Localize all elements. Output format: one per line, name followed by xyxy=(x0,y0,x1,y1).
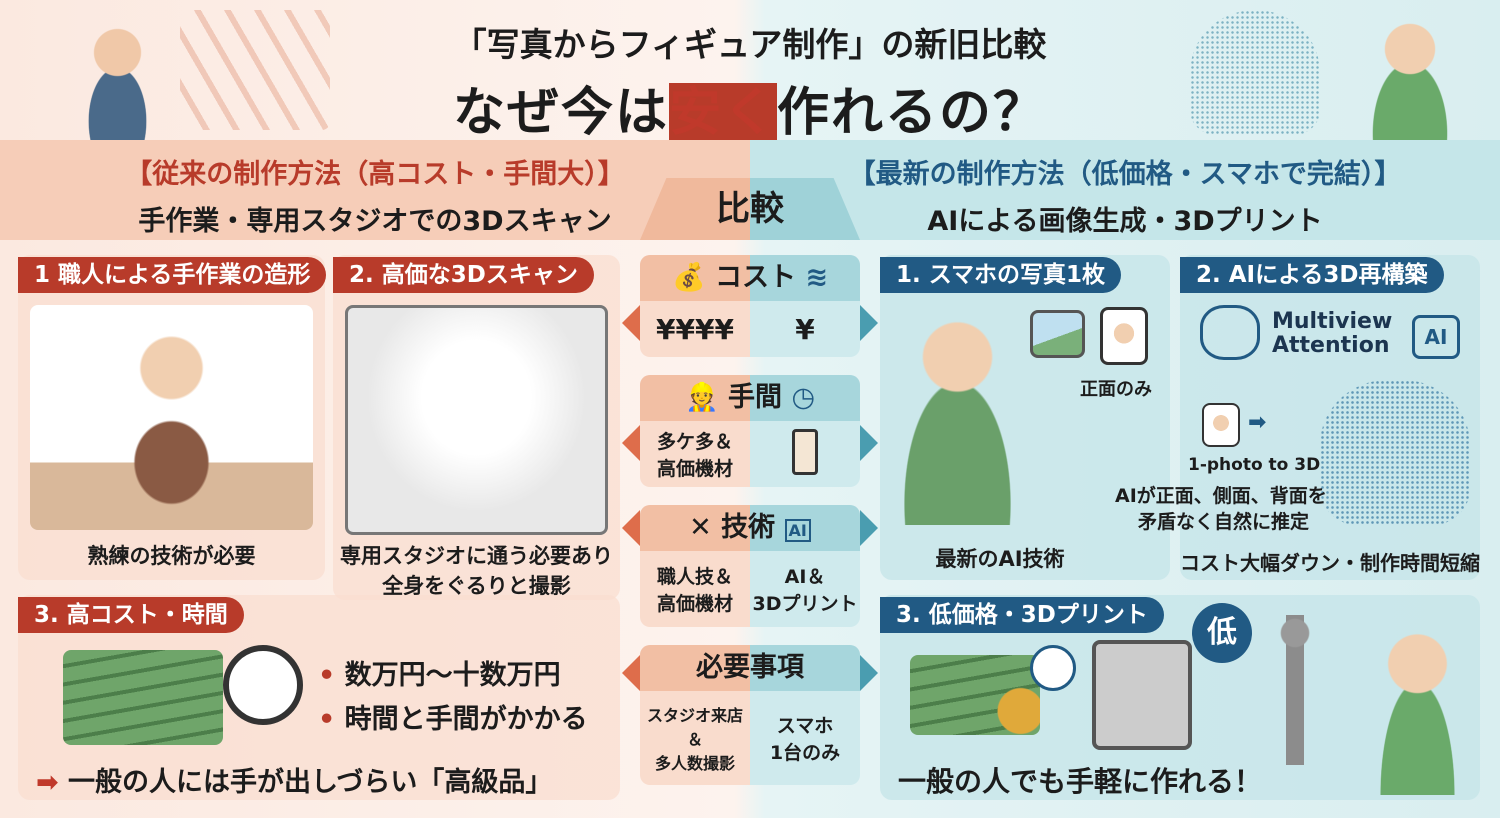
panel-high-cost-label: 3. 高コスト・時間 xyxy=(18,597,244,633)
panel-3d-print-label: 3. 低価格・3Dプリント xyxy=(880,597,1164,633)
panel-ai-caption: コスト大幅ダウン・制作時間短縮 xyxy=(1180,551,1480,575)
panel-ai-reconstruction-label: 2. AIによる3D再構築 xyxy=(1180,257,1444,293)
arrow-right-icon xyxy=(860,425,878,461)
conclusion-text: 一般の人には手が出しづらい「高級品」 xyxy=(68,767,553,798)
craftsman-illustration xyxy=(60,15,175,140)
printed-figure-illustration xyxy=(1265,615,1325,765)
front-only-label: 正面のみ xyxy=(1080,379,1152,400)
portrait-photo-icon xyxy=(1100,307,1148,365)
panel-3d-scan-caption-2: 全身をぐるりと撮影 xyxy=(382,574,571,598)
ai-desc-1: AIが正面、側面、背面を xyxy=(1115,485,1327,507)
modern-heading: 【最新の制作方法（低価格・スマホで完結）】 xyxy=(848,159,1402,190)
panel-3d-scan: 2. 高価な3Dスキャン 専用スタジオに通う必要あり 全身をぐるりと撮影 xyxy=(333,255,620,600)
panel-smartphone-photo: 1. スマホの写真1枚 正面のみ 最新のAI技術 xyxy=(880,255,1170,580)
high-cost-bullet-1: • 数万円〜十数万円 xyxy=(318,660,561,691)
compare-cost: 💰 コスト ≋ ¥¥¥¥¥ xyxy=(640,255,860,357)
traditional-subheading: 手作業・専用スタジオでの3Dスキャン xyxy=(138,206,612,237)
compare-effort: 👷 手間 ◷ 多ケ多＆ 高価機材 xyxy=(640,375,860,487)
3d-printer-illustration xyxy=(1092,640,1192,750)
figure-icon xyxy=(1030,645,1076,691)
skill-traditional: 職人技＆ 高価機材 xyxy=(656,566,733,615)
tools-icon: ✕ xyxy=(689,512,712,543)
effort-traditional: 多ケ多＆ 高価機材 xyxy=(656,431,733,480)
money-stack-icon xyxy=(63,650,223,745)
ai-desc-2: 矛盾なく自然に推定 xyxy=(1138,511,1310,533)
compare-skill-title: ✕ 技術 AI xyxy=(640,505,860,551)
ai-chip-icon: AI xyxy=(1412,315,1460,359)
smartphone-user-illustration xyxy=(1345,10,1475,140)
panel-handcraft-label: 1 職人による手作業の造形 xyxy=(18,257,327,293)
coins-icon: ≋ xyxy=(805,262,829,293)
clock-icon xyxy=(223,645,303,725)
clock-icon: ◷ xyxy=(791,382,815,413)
panel-3d-scan-caption-1: 専用スタジオに通う必要あり xyxy=(340,544,613,568)
skill-modern: AI＆ 3Dプリント xyxy=(752,566,858,615)
money-bag-icon: 💰 xyxy=(671,262,706,293)
arrow-right-icon xyxy=(860,305,878,341)
panel-3d-scan-label: 2. 高価な3Dスキャン xyxy=(333,257,594,293)
mv-line-1: Multiview xyxy=(1272,309,1393,334)
arrow-right-icon xyxy=(860,510,878,546)
arrow-left-icon xyxy=(622,305,640,341)
title-accent: 安く xyxy=(668,83,777,143)
requirements-traditional: スタジオ来店 ＆ 多人数撮影 xyxy=(646,706,743,773)
infographic-title: なぜ今は安く作れるの？ xyxy=(0,70,1500,145)
portrait-photo-icon xyxy=(1202,403,1240,447)
traditional-heading: 【従来の制作方法（高コスト・手間大）】 xyxy=(125,159,625,190)
bullet-2-text: 時間と手間がかかる xyxy=(344,704,588,735)
point-cloud-head-illustration xyxy=(1320,380,1470,525)
tools-illustration xyxy=(180,10,330,130)
arrow-left-icon xyxy=(622,510,640,546)
one-photo-to-3d-label: 1-photo to 3D xyxy=(1188,455,1321,475)
happy-person-illustration xyxy=(1360,620,1475,795)
modern-method-band: 【最新の制作方法（低価格・スマホで完結）】 AIによる画像生成・3Dプリント xyxy=(750,140,1500,240)
smartphone-icon xyxy=(750,428,860,480)
panel-smartphone-caption: 最新のAI技術 xyxy=(935,547,1065,571)
arrow-right-icon: ➡ xyxy=(36,767,69,798)
arrow-right-icon xyxy=(860,655,878,691)
ai-chip-icon: AI xyxy=(784,519,811,542)
compare-effort-title: 👷 手間 ◷ xyxy=(640,375,860,421)
high-cost-bullet-2: • 時間と手間がかかる xyxy=(318,704,588,735)
bullet-1-text: 数万円〜十数万円 xyxy=(344,660,561,691)
scan-studio-illustration xyxy=(345,305,608,535)
title-text: 手間 xyxy=(728,382,783,413)
money-and-coins-icon xyxy=(910,655,1040,735)
title-post: 作れるの？ xyxy=(777,83,1048,143)
arrow-right-icon: ➡ xyxy=(1248,410,1267,435)
title-pre: なぜ今は xyxy=(452,83,669,143)
requirements-modern: スマホ 1台のみ xyxy=(769,715,841,764)
sculptor-illustration xyxy=(30,305,313,530)
arrow-left-icon xyxy=(622,655,640,691)
modern-subheading: AIによる画像生成・3Dプリント xyxy=(927,206,1323,237)
high-cost-conclusion: ➡ 一般の人には手が出しづらい「高級品」 xyxy=(36,760,552,799)
person-taking-photo-illustration xyxy=(890,315,1040,525)
panel-high-cost: 3. 高コスト・時間 • 数万円〜十数万円 • 時間と手間がかかる ➡ 一般の人… xyxy=(18,595,620,800)
panel-handcraft-caption: 熟練の技術が必要 xyxy=(87,544,256,568)
panel-handcraft: 1 職人による手作業の造形 熟練の技術が必要 xyxy=(18,255,327,580)
title-text: コスト xyxy=(715,262,796,293)
print-conclusion: 一般の人でも手軽に作れる！ xyxy=(898,765,1263,798)
cost-modern: ¥ xyxy=(795,312,815,346)
traditional-method-band: 【従来の制作方法（高コスト・手間大）】 手作業・専用スタジオでの3Dスキャン xyxy=(0,140,750,240)
compare-skill: ✕ 技術 AI 職人技＆ 高価機材 AI＆ 3Dプリント xyxy=(640,505,860,627)
arrow-left-icon xyxy=(622,425,640,461)
panel-smartphone-photo-label: 1. スマホの写真1枚 xyxy=(880,257,1122,293)
title-text: 技術 xyxy=(721,512,776,543)
point-cloud-head-illustration xyxy=(1190,10,1320,135)
cost-traditional: ¥¥¥¥ xyxy=(656,312,734,346)
infographic-subtitle: 「写真からフィギュア制作」の新旧比較 xyxy=(453,25,1047,64)
landscape-photo-icon xyxy=(1030,310,1085,358)
panel-3d-print: 3. 低価格・3Dプリント 低 一般の人でも手軽に作れる！ xyxy=(880,595,1480,800)
compare-cost-title: 💰 コスト ≋ xyxy=(640,255,860,301)
compare-label: 比較 xyxy=(640,178,860,240)
brain-icon xyxy=(1200,305,1260,360)
compare-requirements: 必要事項 スタジオ来店 ＆ 多人数撮影スマホ 1台のみ xyxy=(640,645,860,785)
mv-line-2: Attention xyxy=(1272,333,1390,358)
low-price-badge: 低 xyxy=(1192,603,1252,663)
compare-requirements-title: 必要事項 xyxy=(640,645,860,691)
worker-icon: 👷 xyxy=(685,382,719,413)
